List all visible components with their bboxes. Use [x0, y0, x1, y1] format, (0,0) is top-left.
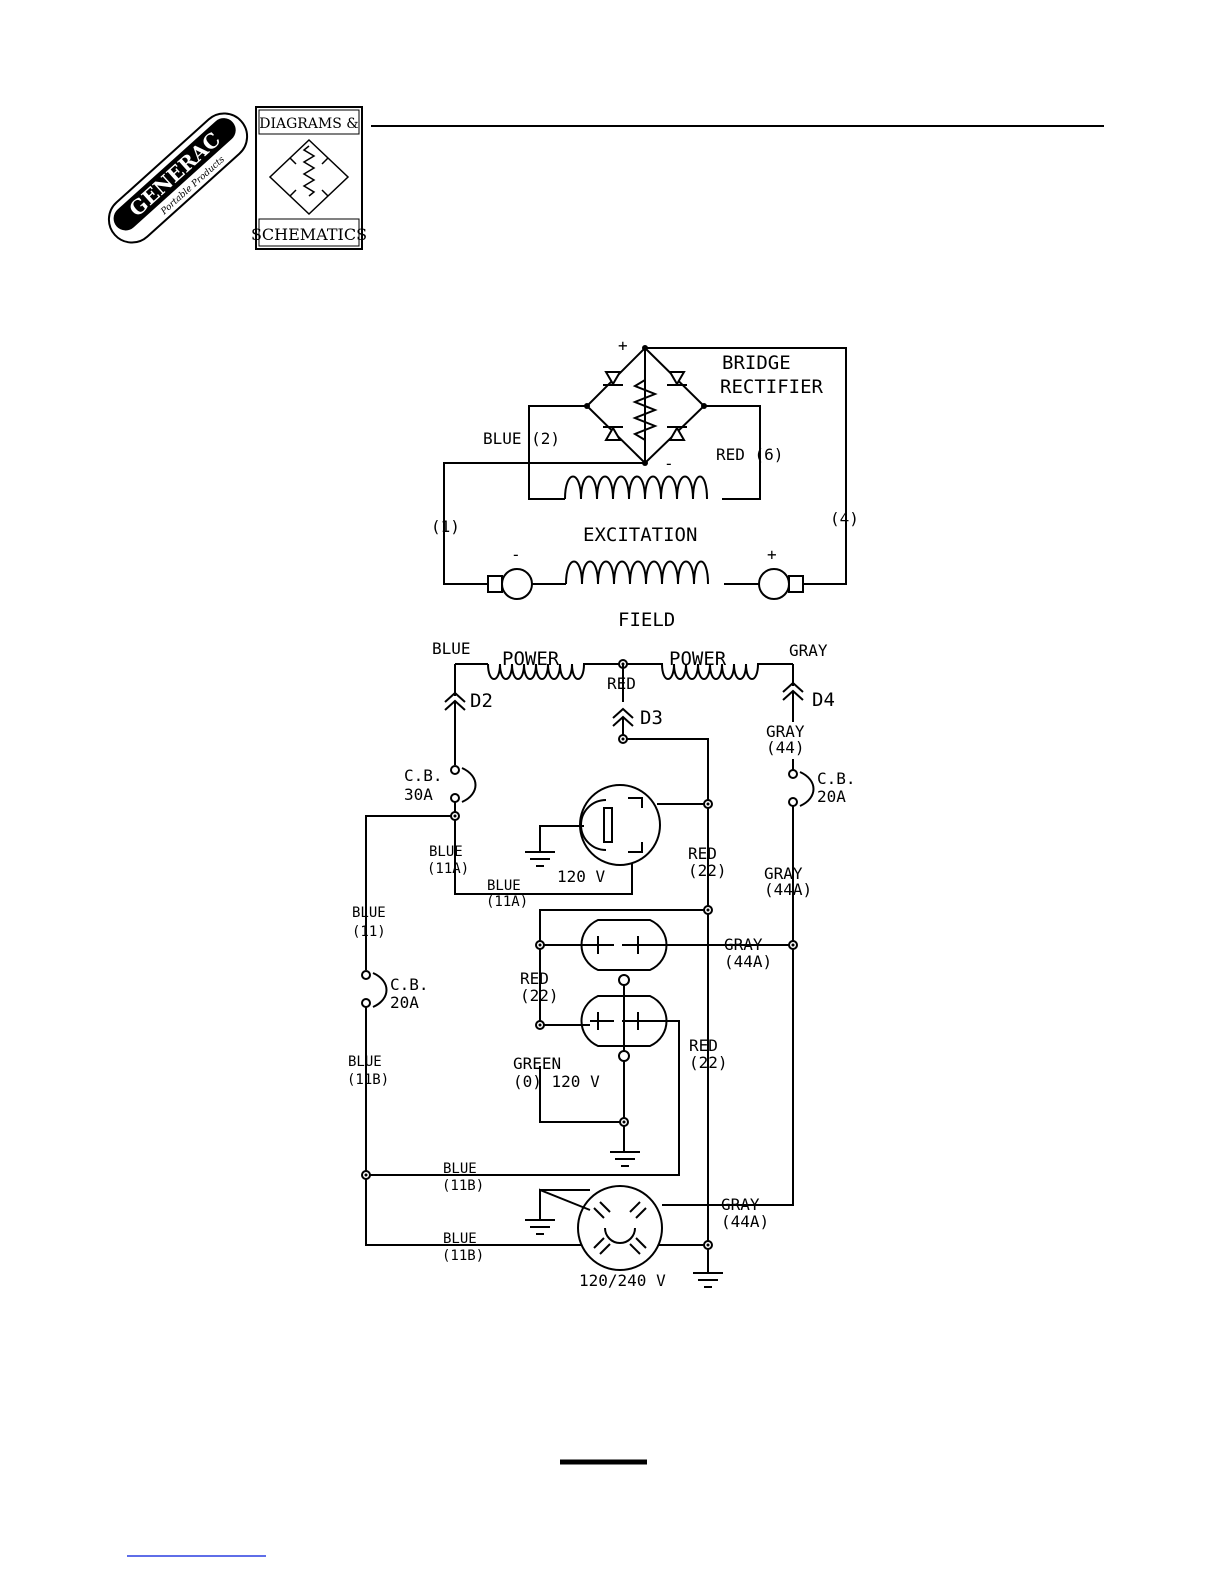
generac-logo: GENERAC Portable Products	[107, 112, 249, 244]
bridge-minus: -	[664, 454, 674, 473]
main-wiring	[365, 738, 794, 1273]
gray44-label-b: (44)	[766, 738, 805, 757]
wire-labels: BLUE (11A) BLUE (11A) 120 V RED (22) GRA…	[347, 844, 812, 1290]
power-windings: BLUE GRAY POWER POWER RED	[432, 639, 828, 693]
red22-1a: RED	[688, 844, 717, 863]
blue11-a: BLUE	[352, 905, 386, 921]
excitation-label: EXCITATION	[583, 524, 697, 546]
excitation-wiring: BLUE (2) RED (6) (1) (4) EXCITATION	[431, 347, 859, 585]
red-mid-label: RED	[607, 674, 636, 693]
blue-2-label: BLUE (2)	[483, 429, 560, 448]
blue11a-1b: (11A)	[427, 861, 469, 877]
connector-d4: D4 GRAY (44)	[766, 664, 835, 757]
red22-3b: (22)	[689, 1053, 728, 1072]
blue11b-1a: BLUE	[348, 1054, 382, 1070]
wire-1-label: (1)	[431, 517, 460, 536]
v120-top: 120 V	[557, 867, 606, 886]
field-winding-group: - + FIELD	[487, 545, 804, 631]
field-label: FIELD	[618, 609, 675, 631]
blue11a-2a: BLUE	[487, 878, 521, 894]
blue11b-2b: (11B)	[442, 1178, 484, 1194]
field-minus: -	[511, 545, 521, 564]
red22-2a: RED	[520, 969, 549, 988]
v120-240-label: 120/240 V	[579, 1271, 666, 1290]
cb30-label-b: 30A	[404, 785, 433, 804]
circuit-breaker-20a-left: C.B. 20A	[361, 970, 429, 1012]
diagrams-schematics-badge: DIAGRAMS & SCHEMATICS	[251, 106, 367, 250]
bridge-label-2: RECTIFIER	[720, 376, 824, 398]
blue11b-1b: (11B)	[347, 1072, 389, 1088]
blue11b-3b: (11B)	[442, 1248, 484, 1264]
d3-label: D3	[640, 707, 663, 729]
diode-3	[603, 426, 623, 441]
diode-4	[667, 426, 687, 441]
junction-dots	[361, 799, 798, 1250]
cb20r-label-a: C.B.	[817, 769, 856, 788]
blue11b-3a: BLUE	[443, 1231, 477, 1247]
gray44a-3a: GRAY	[721, 1195, 760, 1214]
twist-lock-outlet-120v	[539, 784, 661, 895]
connector-d2: D2	[444, 664, 493, 765]
power-right-label: POWER	[669, 648, 727, 670]
diode-1	[603, 371, 623, 386]
gray44a-3b: (44A)	[721, 1212, 769, 1231]
blue11a-2b: (11A)	[486, 894, 528, 910]
blue11b-2a: BLUE	[443, 1161, 477, 1177]
blue11a-1a: BLUE	[429, 844, 463, 860]
bridge-plus: +	[618, 336, 628, 355]
power-winding-right	[623, 663, 793, 680]
blue-top-label: BLUE	[432, 639, 471, 658]
gray44a-1a: GRAY	[764, 864, 803, 883]
blue11-b: (11)	[352, 924, 386, 940]
field-plus: +	[767, 545, 777, 564]
bridge-rectifier: + - BRIDGE RECTIFIER	[584, 336, 824, 473]
brush-left	[501, 568, 533, 600]
green-a: GREEN	[513, 1054, 561, 1073]
d4-label: D4	[812, 689, 835, 711]
duplex-outlet	[580, 919, 668, 1062]
circuit-breaker-30a: C.B. 30A	[404, 765, 477, 816]
badge-top-text: DIAGRAMS &	[259, 116, 359, 132]
power-left-label: POWER	[502, 648, 560, 670]
red-6-label: RED (6)	[716, 445, 783, 464]
excitation-winding	[564, 475, 708, 500]
circuit-breaker-20a-right: C.B. 20A	[788, 759, 856, 807]
ground-icon-2	[610, 1151, 640, 1167]
ground-icon-3	[525, 1219, 723, 1288]
badge-bridge-icon	[268, 138, 350, 216]
cb20r-label-b: 20A	[817, 787, 846, 806]
gray44a-1b: (44A)	[764, 880, 812, 899]
gray44a-2a: GRAY	[724, 935, 763, 954]
gray44a-2b: (44A)	[724, 952, 772, 971]
green-b: (0) 120 V	[513, 1072, 600, 1091]
wire-4-label: (4)	[830, 509, 859, 528]
brush-right	[758, 568, 790, 600]
diode-2	[667, 371, 687, 386]
cb20l-label-b: 20A	[390, 993, 419, 1012]
field-winding	[565, 560, 709, 585]
twist-lock-outlet-120-240v	[539, 1185, 723, 1271]
red22-3a: RED	[689, 1036, 718, 1055]
cb20l-label-a: C.B.	[390, 975, 429, 994]
red22-1b: (22)	[688, 861, 727, 880]
bridge-label-1: BRIDGE	[722, 352, 791, 374]
cb30-label-a: C.B.	[404, 766, 443, 785]
red22-2b: (22)	[520, 986, 559, 1005]
power-winding-left	[487, 663, 623, 680]
gray-top-label: GRAY	[789, 641, 828, 660]
connector-d3: D3	[612, 664, 663, 744]
varistor-icon	[632, 379, 658, 441]
gray44-label-a: GRAY	[766, 722, 805, 741]
badge-bottom-text: SCHEMATICS	[251, 225, 367, 244]
d2-label: D2	[470, 690, 493, 712]
ground-icon-1	[525, 851, 555, 867]
